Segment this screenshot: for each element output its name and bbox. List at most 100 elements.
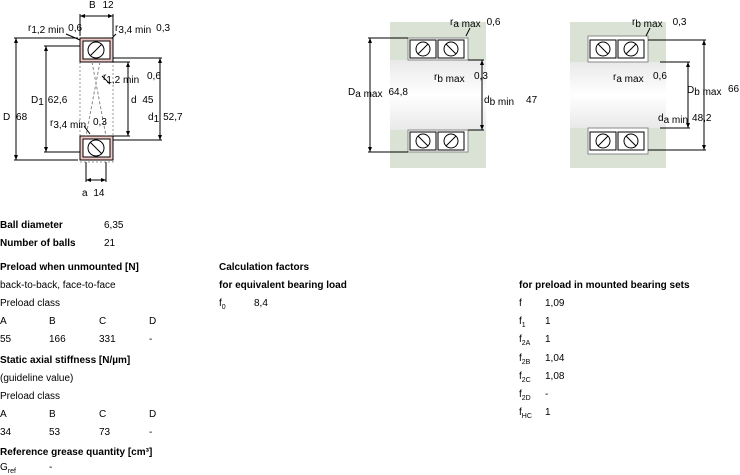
mounted-factor-label: f1: [519, 316, 526, 329]
mounted-factor-value: 1: [545, 316, 551, 327]
ra-max-value-2: 0,6: [653, 71, 667, 82]
b-value: 12: [102, 0, 114, 11]
d-bore-value: 45: [142, 95, 154, 106]
mounted-factor-sub: 2D: [521, 395, 531, 402]
d1-outer-label: D: [31, 95, 38, 106]
stiffness-value-a: 34: [0, 427, 12, 438]
stiffness-value-c: 73: [99, 427, 111, 438]
preload-class-c: C: [99, 316, 107, 327]
preload-class-a: A: [0, 316, 7, 327]
mounted-factor-sub: 1: [521, 322, 526, 329]
bearing-pair-top-2: [589, 39, 645, 59]
mounted-factor-symbol: f: [519, 407, 522, 418]
r12b-label: r: [103, 72, 107, 83]
grease-label: Gref: [0, 462, 16, 475]
mounted-factor-symbol: f: [519, 334, 522, 345]
svg-text:D 68: D 68: [3, 112, 28, 123]
mounted-factor-symbol: f: [519, 316, 522, 327]
da-max-label: D: [348, 87, 355, 98]
calc-equiv-heading: for equivalent bearing load: [219, 280, 347, 291]
r12b-sub: 1,2 min: [106, 75, 139, 86]
stiffness-class-label: Preload class: [0, 391, 61, 402]
bearing-pair-bottom-2: [589, 131, 645, 151]
mounted-factor-label: f2C: [519, 371, 531, 384]
d-outer-label: D: [3, 112, 10, 123]
mounted-factor-value: 1: [545, 334, 551, 345]
mounted-factor-value: 1,04: [545, 353, 565, 364]
mounted-factor-symbol: f: [519, 353, 522, 364]
mounted-factor-label: f2D: [519, 389, 531, 402]
db-max-label: D: [687, 85, 694, 96]
db-min-sub: b min: [490, 97, 514, 108]
mounted-factor-label: f2A: [519, 334, 531, 347]
grease-sub: ref: [7, 468, 16, 475]
preload-heading: Preload when unmounted [N]: [0, 262, 139, 273]
mounted-heading: for preload in mounted bearing sets: [519, 280, 690, 291]
ra-max-sub-2: a max: [616, 74, 643, 85]
ra-max-label-2: r: [613, 72, 617, 83]
grease-heading: Reference grease quantity [cm³]: [0, 447, 153, 458]
db-max-value: 66: [728, 84, 740, 95]
d1-outer-sub: 1: [38, 97, 44, 108]
r12b-value: 0,6: [147, 71, 161, 82]
svg-text:r3,4 min: r3,4 min: [50, 118, 86, 131]
stiffness-note: (guideline value): [0, 373, 74, 384]
mounted-factor-value: 1: [545, 407, 551, 418]
db-min-value: 47: [526, 95, 538, 106]
number-of-balls-label: Number of balls: [0, 238, 76, 249]
mounted-factor-sub: 2C: [521, 377, 531, 384]
ball-diameter-label: Ball diameter: [0, 220, 63, 231]
rb-max-sub: b max: [437, 74, 464, 85]
d-bore-label: d: [131, 95, 137, 106]
bearing-pair-bottom: [409, 131, 465, 151]
number-of-balls-value: 21: [104, 238, 116, 249]
preload-class-d: D: [149, 316, 157, 327]
r12-label: r: [28, 23, 32, 34]
f0-symbol: f: [219, 298, 222, 309]
d1-outer-value: 62,6: [48, 95, 68, 106]
ra-max-value: 0,6: [487, 17, 501, 28]
mounted-factor-value: 1,09: [545, 298, 565, 309]
svg-text:Db max: Db max: [687, 85, 721, 98]
bearing-pair-top: [409, 39, 465, 59]
preload-arrangement: back-to-back, face-to-face: [0, 280, 116, 291]
preload-class-label: Preload class: [0, 298, 61, 309]
mounted-factor-label: f2B: [519, 353, 530, 366]
rb-max-label-2: r: [632, 17, 636, 28]
stiffness-class-b: B: [49, 409, 56, 420]
r34b-label: r: [50, 118, 54, 129]
stiffness-class-d: D: [149, 409, 157, 420]
svg-text:ra max: ra max: [613, 72, 644, 85]
preload-value-a: 55: [0, 334, 12, 345]
da-min-sub: a min: [664, 115, 688, 126]
f0-value: 8,4: [254, 298, 268, 309]
mounted-factor-symbol: f: [519, 389, 522, 400]
ball-diameter-value: 6,35: [104, 220, 124, 231]
svg-text:a 14: a 14: [82, 188, 105, 199]
preload-value-c: 331: [99, 334, 116, 345]
calc-heading: Calculation factors: [219, 262, 310, 273]
mounted-factor-symbol: f: [519, 371, 522, 382]
f0-label: f0: [219, 298, 226, 311]
mounted-factor-sub: 2A: [521, 340, 531, 347]
da-min-label: d: [658, 113, 664, 124]
svg-text:B 12: B 12: [89, 0, 114, 11]
b-label: B: [89, 0, 96, 11]
mounted-factor-label: fHC: [519, 407, 532, 420]
mounted-factor-value: 1,08: [545, 371, 565, 382]
preload-value-d: -: [149, 334, 153, 345]
rb-max-label: r: [434, 72, 438, 83]
mounted-factor-sub: HC: [521, 413, 532, 420]
r12-sub: 1,2 min: [31, 25, 64, 36]
r12-value: 0,6: [68, 23, 82, 34]
svg-text:rb max: rb max: [434, 72, 465, 85]
ra-max-sub: a max: [453, 19, 480, 30]
da-min-value: 48,2: [692, 113, 712, 124]
